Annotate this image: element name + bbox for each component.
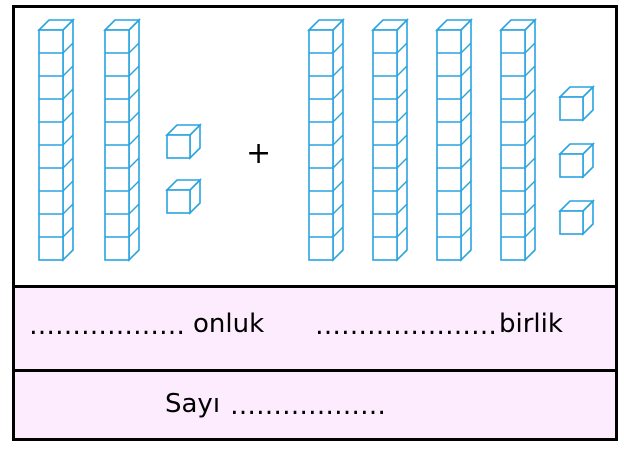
- left-unit-cube: [165, 178, 202, 215]
- right-unit-cube: [558, 85, 595, 122]
- left-ten-rod: [37, 18, 75, 262]
- ones-answer-blank[interactable]: …………………: [315, 311, 497, 341]
- tens-answer-blank[interactable]: ………………: [29, 311, 185, 341]
- left-ten-rod: [103, 18, 141, 262]
- plus-operator: +: [246, 136, 272, 171]
- worksheet-frame: + ……………… onluk ………………… birlik Sayı ………………: [12, 5, 618, 441]
- right-ten-rod: [307, 18, 345, 262]
- right-unit-cube: [558, 199, 595, 236]
- right-ten-rod: [435, 18, 473, 262]
- ones-label: birlik: [499, 309, 563, 339]
- base-ten-blocks-figure: [37, 18, 595, 262]
- tens-label: onluk: [193, 309, 265, 339]
- right-unit-cube: [558, 142, 595, 179]
- number-answer-row: Sayı ………………: [15, 372, 615, 438]
- right-ten-rod: [371, 18, 409, 262]
- base-ten-blocks-panel: +: [15, 8, 615, 288]
- left-unit-cube: [165, 123, 202, 160]
- right-ten-rod: [499, 18, 537, 262]
- number-answer-blank[interactable]: ………………: [230, 391, 386, 421]
- place-value-answer-row: ……………… onluk ………………… birlik: [15, 288, 615, 372]
- number-label: Sayı: [165, 389, 221, 419]
